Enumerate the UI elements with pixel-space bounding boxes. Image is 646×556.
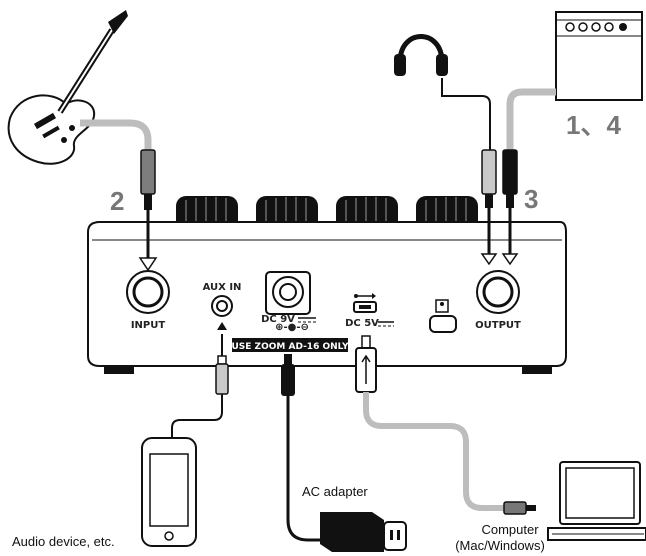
usb-plug bbox=[355, 335, 377, 393]
warning-text: USE ZOOM AD-16 ONLY bbox=[231, 342, 349, 352]
headphone-plug bbox=[480, 149, 498, 266]
lock-icon bbox=[435, 299, 449, 313]
guitar-icon bbox=[7, 10, 128, 165]
security-slot[interactable] bbox=[429, 315, 457, 333]
aux-in-label: AUX IN bbox=[203, 282, 242, 293]
dc-9v-label: DC 9V bbox=[261, 314, 295, 325]
output-label: OUTPUT bbox=[475, 320, 521, 331]
computer-caption-1: Computer bbox=[481, 522, 539, 537]
dc-9v-jack[interactable] bbox=[265, 271, 311, 315]
laptop-icon bbox=[547, 461, 646, 541]
dc-plug bbox=[281, 354, 295, 396]
ac-adapter-icon bbox=[320, 512, 407, 552]
step-output: 3 bbox=[524, 184, 538, 214]
headphones-icon bbox=[394, 34, 448, 76]
aux-plug bbox=[215, 334, 229, 395]
amplifier-icon bbox=[555, 11, 643, 101]
warning-bar bbox=[232, 338, 348, 352]
usb-icon bbox=[354, 293, 376, 299]
polarity-icon: ⊕-●-⊖ bbox=[275, 322, 309, 333]
phone-icon bbox=[141, 437, 197, 547]
input-label: INPUT bbox=[131, 320, 166, 331]
input-plug bbox=[138, 149, 158, 272]
step-amp: 1、4 bbox=[566, 110, 621, 140]
ac-adapter-caption: AC adapter bbox=[302, 484, 368, 499]
step-input: 2 bbox=[110, 186, 124, 216]
computer-caption-2: (Mac/Windows) bbox=[455, 538, 545, 553]
dc-5v-label: DC 5V bbox=[345, 318, 379, 329]
amp-plug bbox=[501, 149, 519, 266]
audio-device-caption: Audio device, etc. bbox=[12, 534, 115, 549]
